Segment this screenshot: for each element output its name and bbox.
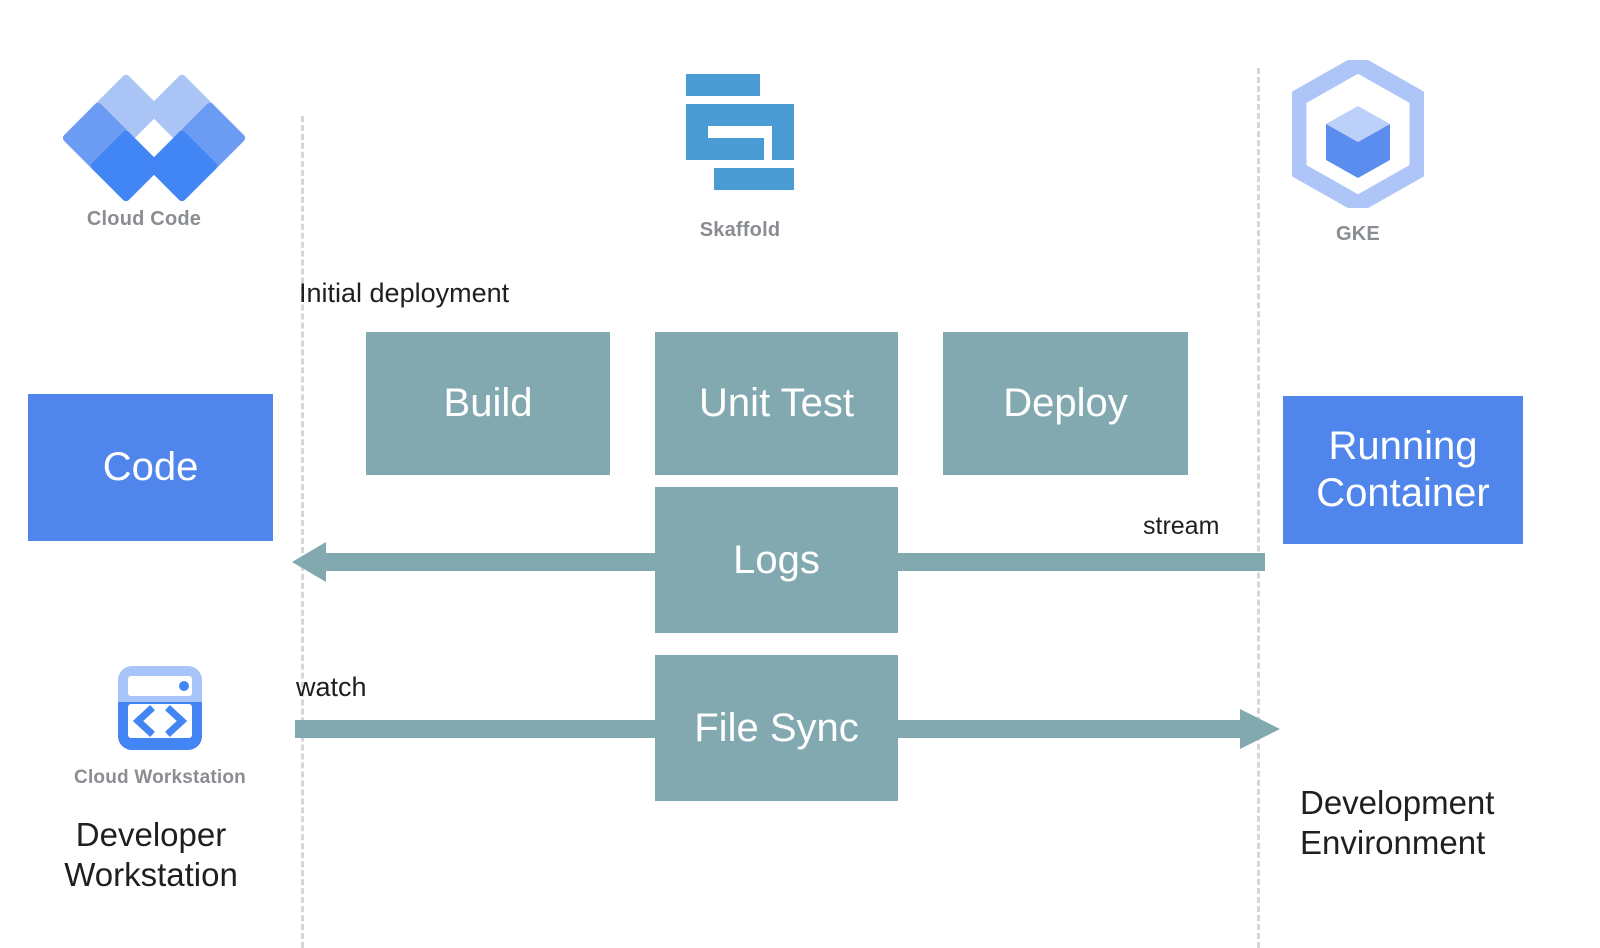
gke-hexagon-cube-icon xyxy=(1289,54,1427,214)
logo-cloud-code: Cloud Code xyxy=(40,73,248,231)
stage-box-deploy[interactable]: Deploy xyxy=(943,332,1188,475)
stage-box-logs[interactable]: Logs xyxy=(655,487,898,633)
stage-box-build[interactable]: Build xyxy=(366,332,610,475)
cloud-code-diamonds-icon xyxy=(61,73,247,203)
endpoint-box-code[interactable]: Code xyxy=(28,394,273,541)
logo-gke: GKE xyxy=(1272,54,1444,246)
logo-caption-cloud-workstation: Cloud Workstation xyxy=(74,767,246,788)
zone-boundary-left xyxy=(301,116,304,948)
logo-caption-gke: GKE xyxy=(1336,223,1380,245)
endpoint-box-running-container[interactable]: Running Container xyxy=(1283,396,1523,544)
stage-box-unit-test[interactable]: Unit Test xyxy=(655,332,898,475)
logo-cloud-workstation: Cloud Workstation xyxy=(60,662,260,789)
logo-skaffold: Skaffold xyxy=(640,70,840,242)
stage-box-file-sync[interactable]: File Sync xyxy=(655,655,898,801)
logo-caption-skaffold: Skaffold xyxy=(699,219,781,241)
skaffold-s-blocks-icon xyxy=(686,74,794,190)
zone-boundary-right xyxy=(1257,68,1260,948)
label-stream: stream xyxy=(1143,512,1220,540)
cloud-workstation-code-window-icon xyxy=(118,666,202,750)
logo-caption-cloud-code: Cloud Code xyxy=(86,208,202,230)
zone-caption-developer-workstation: Developer Workstation xyxy=(64,816,238,893)
label-watch: watch xyxy=(296,672,367,702)
label-initial-deployment: Initial deployment xyxy=(299,278,510,308)
zone-caption-development-environment: Development Environment xyxy=(1300,784,1495,861)
